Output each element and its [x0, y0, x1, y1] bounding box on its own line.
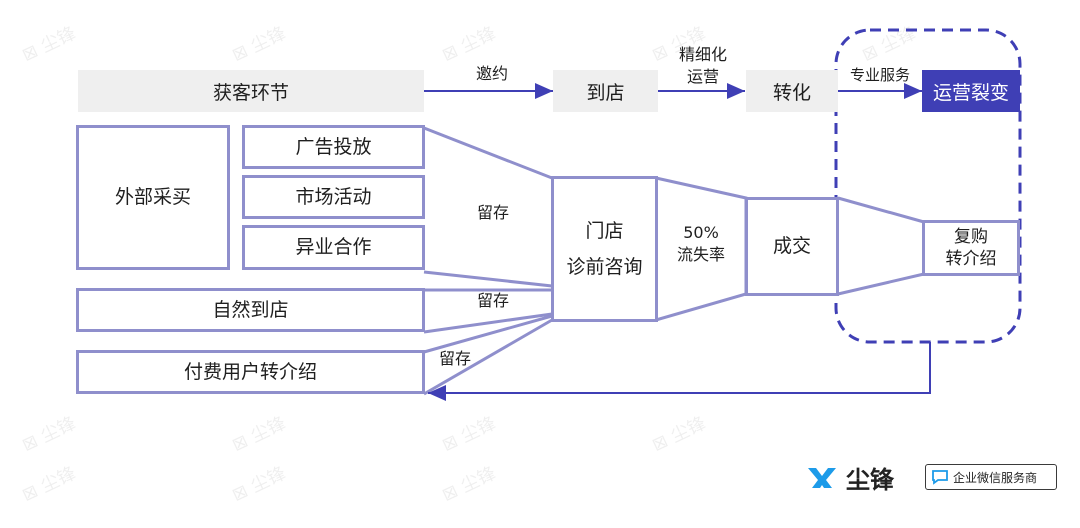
loss-rate-value: 50%	[683, 223, 719, 242]
arrow-service-label: 专业服务	[849, 66, 910, 84]
brand-name: 尘锋	[846, 465, 894, 494]
loss-rate-label: 50% 流失率	[662, 222, 740, 265]
source-external-label: 外部采买	[114, 186, 191, 209]
arrow-invite-label: 邀约	[475, 64, 508, 83]
source-ads: 广告投放	[242, 125, 425, 169]
deal-box: 成交	[745, 197, 839, 296]
rebuy-line2: 转介绍	[945, 249, 997, 269]
stage-visit: 到店	[553, 70, 658, 112]
service-badge: 企业微信服务商	[925, 464, 1057, 490]
source-natural: 自然到店	[76, 288, 425, 332]
consultation-box: 门店 诊前咨询	[551, 176, 658, 322]
source-marketing: 市场活动	[242, 175, 425, 219]
source-external-purchase: 外部采买	[76, 125, 230, 270]
service-badge-label: 企业微信服务商	[953, 470, 1038, 485]
stage-fission-label: 运营裂变	[932, 81, 1009, 104]
stage-acquisition: 获客环节	[78, 70, 424, 112]
brand-logo: 尘锋	[806, 461, 918, 494]
source-crossover-label: 异业合作	[295, 236, 372, 259]
retention-label-1: 留存	[476, 203, 509, 222]
rebuy-line1: 复购	[954, 226, 988, 247]
source-crossover: 异业合作	[242, 225, 425, 270]
arrow-operate-line2: 运营	[686, 66, 719, 86]
consultation-line1: 门店	[585, 219, 624, 242]
stage-conversion-label: 转化	[772, 81, 811, 104]
operation-region	[834, 28, 1022, 344]
stage-fission: 运营裂变	[922, 70, 1020, 112]
loss-rate-text: 流失率	[676, 244, 725, 264]
stage-visit-label: 到店	[586, 81, 625, 104]
stage-conversion: 转化	[746, 70, 838, 112]
source-referral-label: 付费用户转介绍	[183, 360, 317, 383]
source-referral: 付费用户转介绍	[76, 350, 425, 394]
rebuy-box: 复购 转介绍	[922, 220, 1020, 276]
brand-mark-icon	[808, 468, 836, 488]
return-loop	[428, 342, 931, 401]
arrow-operate-label: 精细化 运营	[668, 44, 738, 87]
deal-label: 成交	[772, 235, 811, 258]
source-ads-label: 广告投放	[295, 135, 372, 158]
chat-bubble-icon	[931, 469, 949, 485]
arrow-operate-line1: 精细化	[678, 45, 727, 64]
source-marketing-label: 市场活动	[295, 185, 372, 208]
source-natural-label: 自然到店	[212, 298, 289, 321]
retention-label-2: 留存	[476, 291, 509, 310]
retention-label-3: 留存	[438, 349, 471, 368]
stage-acquisition-label: 获客环节	[212, 81, 289, 104]
consultation-line2: 诊前咨询	[566, 256, 643, 278]
